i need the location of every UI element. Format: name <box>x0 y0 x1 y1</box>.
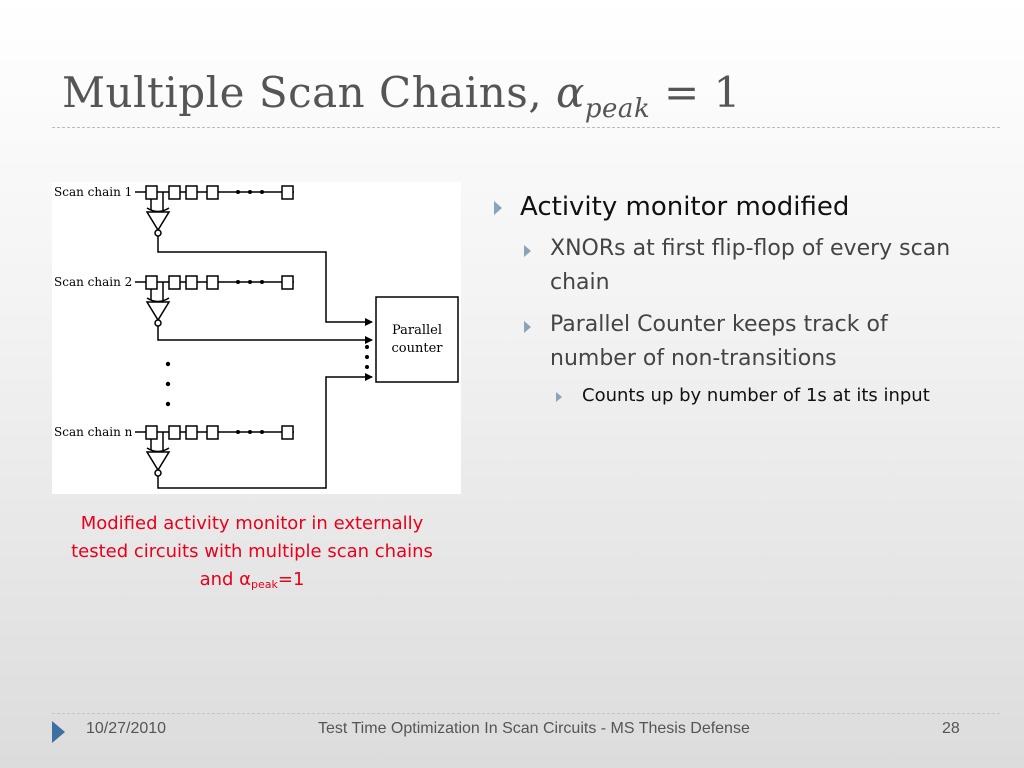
bullet-text: XNORs at first flip-flop of every scan c… <box>550 236 951 295</box>
bullet-level2: Parallel Counter keeps track of number o… <box>490 308 970 376</box>
scan-chain-2 <box>135 275 373 344</box>
bullet-text: Activity monitor modified <box>520 192 850 222</box>
bullet-text: Parallel Counter keeps track of number o… <box>550 312 888 371</box>
title-prefix: Multiple Scan Chains, <box>62 68 557 117</box>
chain-label-1: Scan chain 1 <box>54 185 132 199</box>
title-suffix: = 1 <box>650 68 741 117</box>
bullet-arrow-icon <box>524 321 531 333</box>
caption-text: Modified activity monitor in externally … <box>71 513 433 590</box>
bullet-arrow-icon <box>494 201 502 215</box>
caption-suffix: =1 <box>277 569 305 590</box>
scan-chain-1 <box>135 185 373 326</box>
chain-label-n: Scan chain n <box>54 425 133 439</box>
bullet-arrow-icon <box>524 245 531 257</box>
title-divider <box>52 127 1000 128</box>
caption-subscript: peak <box>251 578 278 591</box>
bullet-level1: Activity monitor modified <box>490 190 970 224</box>
bullet-level2: XNORs at first flip-flop of every scan c… <box>490 232 970 300</box>
parallel-counter-box <box>375 296 459 383</box>
figure-caption: Modified activity monitor in externally … <box>52 510 452 599</box>
bullet-level3: Counts up by number of 1s at its input <box>490 382 970 410</box>
footer-divider <box>52 713 1000 714</box>
bullet-text: Counts up by number of 1s at its input <box>582 385 930 406</box>
counter-label-2: counter <box>392 341 444 356</box>
title-alpha: α <box>556 68 585 117</box>
ellipsis-dots <box>165 190 369 434</box>
bullet-list: Activity monitor modified XNORs at first… <box>490 190 970 410</box>
footer-triangle-icon <box>52 721 65 743</box>
slide-title: Multiple Scan Chains, αpeak = 1 <box>62 68 741 124</box>
footer-date: 10/27/2010 <box>86 720 167 737</box>
counter-label-1: Parallel <box>392 323 442 338</box>
scan-chain-n <box>135 373 373 489</box>
footer-title: Test Time Optimization In Scan Circuits … <box>318 720 750 737</box>
chain-label-2: Scan chain 2 <box>54 275 132 289</box>
scan-chain-diagram: Scan chain 1 Scan chain 2 Scan chain n P… <box>52 182 461 494</box>
title-subscript: peak <box>584 94 651 124</box>
footer-page-number: 28 <box>942 720 960 737</box>
bullet-arrow-icon <box>556 392 562 402</box>
scan-chain-diagram-svg: Scan chain 1 Scan chain 2 Scan chain n P… <box>54 185 459 489</box>
